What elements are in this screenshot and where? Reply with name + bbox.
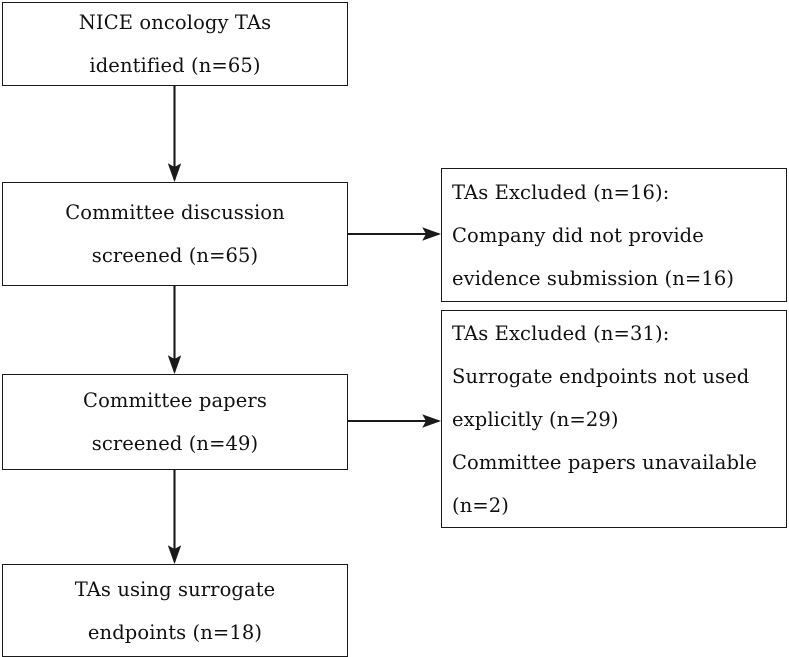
box-tas-using-surrogate-endpoints: TAs using surrogate endpoints (n=18) — [2, 564, 348, 657]
box-excluded-16-line-2: Company did not provide — [452, 223, 704, 247]
box-identified: NICE oncology TAs identified (n=65) — [2, 2, 348, 86]
box-excluded-31-line-5: (n=2) — [452, 493, 510, 517]
box-excluded-31-line-2: Surrogate endpoints not used — [452, 364, 750, 388]
box-committee-papers-screened-line-1: Committee papers — [83, 389, 267, 412]
box-excluded-16: TAs Excluded (n=16): Company did not pro… — [441, 168, 787, 302]
box-tas-using-surrogate-endpoints-line-2: endpoints (n=18) — [87, 620, 263, 644]
box-identified-line-2: identified (n=65) — [89, 54, 261, 77]
box-excluded-16-line-1: TAs Excluded (n=16): — [452, 180, 670, 204]
box-excluded-16-line-3: evidence submission (n=16) — [452, 266, 735, 290]
box-tas-using-surrogate-endpoints-line-1: TAs using surrogate — [74, 577, 276, 601]
box-identified-line-1: NICE oncology TAs — [78, 11, 272, 34]
box-committee-discussion-screened: Committee discussion screened (n=65) — [2, 182, 348, 286]
box-excluded-31-line-1: TAs Excluded (n=31): — [452, 321, 670, 345]
box-excluded-31-line-3: explicitly (n=29) — [452, 407, 619, 431]
box-committee-papers-screened: Committee papers screened (n=49) — [2, 374, 348, 470]
box-committee-discussion-screened-line-1: Committee discussion — [65, 201, 285, 224]
box-excluded-31: TAs Excluded (n=31): Surrogate endpoints… — [441, 310, 787, 528]
box-committee-papers-screened-line-2: screened (n=49) — [91, 432, 259, 455]
box-committee-discussion-screened-line-2: screened (n=65) — [91, 244, 259, 267]
box-excluded-31-line-4: Committee papers unavailable — [452, 450, 758, 474]
